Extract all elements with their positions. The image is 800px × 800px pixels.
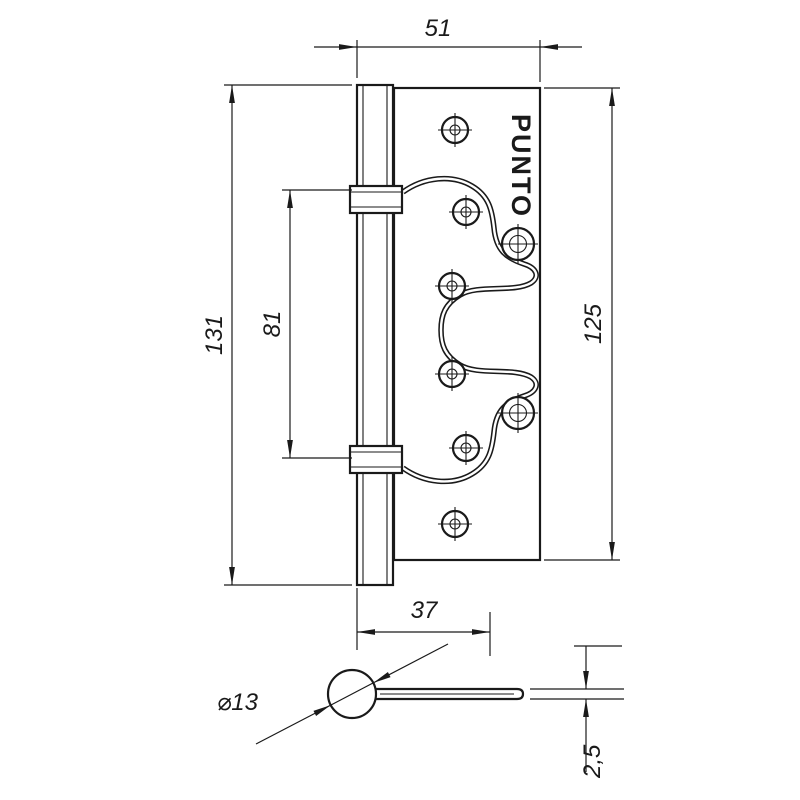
dimension-knuckle-span: 81 bbox=[259, 189, 352, 459]
dimension-pin-height: 131 bbox=[201, 84, 352, 586]
hinge-front-view: PUNTO bbox=[348, 83, 542, 587]
dim-leaf-offset-label: 37 bbox=[411, 597, 439, 624]
dimension-width-top: 51 bbox=[314, 15, 582, 82]
dim-plate-height-label: 125 bbox=[580, 303, 607, 344]
lower-knuckle-body bbox=[348, 444, 404, 475]
screw-holes-large bbox=[498, 224, 538, 433]
leader-chord bbox=[330, 682, 374, 706]
screw-hole bbox=[435, 357, 469, 391]
dim-pin-height-label: 131 bbox=[201, 315, 228, 355]
hinge-bottom-view: ⌀13 2,5 bbox=[217, 643, 624, 779]
screw-hole-large bbox=[498, 224, 538, 264]
dim-pin-diameter-label: ⌀13 bbox=[217, 689, 259, 716]
leaf-formed-edge-inner bbox=[402, 177, 538, 483]
leaf-edge-profile bbox=[376, 687, 525, 701]
dimension-plate-height: 125 bbox=[544, 87, 620, 561]
dim-width-top-label: 51 bbox=[425, 15, 452, 42]
screw-hole bbox=[449, 431, 483, 465]
screw-hole bbox=[438, 507, 472, 541]
dimension-pin-diameter: ⌀13 bbox=[217, 643, 449, 745]
screw-hole bbox=[449, 195, 483, 229]
dimension-leaf-thickness: 2,5 bbox=[530, 645, 624, 779]
screw-holes-small bbox=[435, 113, 483, 541]
screw-hole bbox=[435, 269, 469, 303]
screw-hole bbox=[438, 113, 472, 147]
screw-hole-large bbox=[498, 393, 538, 433]
upper-knuckle bbox=[348, 184, 404, 215]
dimension-leaf-offset: 37 bbox=[356, 588, 491, 656]
leader-arrow bbox=[255, 704, 331, 745]
hinge-plate bbox=[392, 86, 542, 562]
dim-leaf-thickness-label: 2,5 bbox=[579, 744, 606, 779]
lower-knuckle bbox=[348, 444, 404, 475]
leader-arrow bbox=[373, 643, 449, 684]
dim-knuckle-span-label: 81 bbox=[259, 311, 286, 338]
brand-label: PUNTO bbox=[506, 114, 536, 218]
upper-knuckle-body bbox=[348, 184, 404, 215]
hinge-pin bbox=[355, 83, 395, 587]
